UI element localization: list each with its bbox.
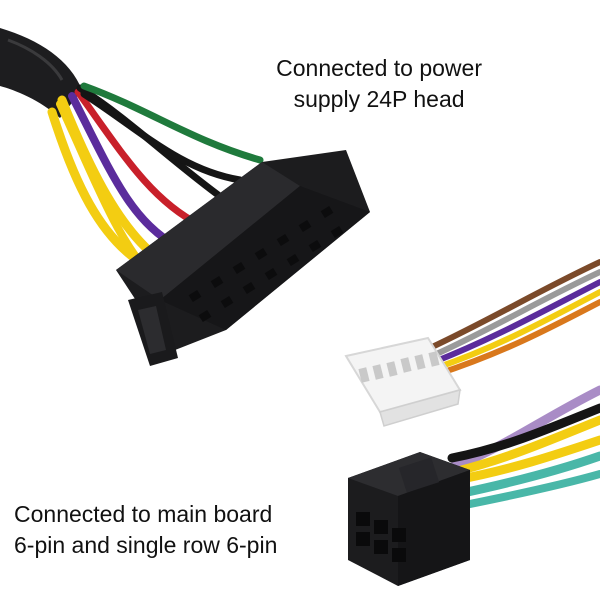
wire-bundle-white-6pin <box>427 259 600 377</box>
caption-power-supply-line-2: supply 24P head <box>293 86 465 112</box>
caption-main-board: Connected to main board 6-pin and single… <box>14 499 277 561</box>
wire-bundle-black-6pin <box>445 385 600 510</box>
atx-24pin-connector-icon <box>116 150 370 366</box>
caption-power-supply: Connected to power supply 24P head <box>276 53 482 115</box>
caption-main-board-line-2: 6-pin and single row 6-pin <box>14 532 278 558</box>
caption-main-board-line-1: Connected to main board <box>14 501 273 527</box>
black-6pin-connector-icon <box>348 452 470 586</box>
caption-power-supply-line-1: Connected to power <box>276 55 482 81</box>
white-single-row-6pin-connector-icon <box>344 336 462 427</box>
cable-jacket <box>0 28 82 118</box>
